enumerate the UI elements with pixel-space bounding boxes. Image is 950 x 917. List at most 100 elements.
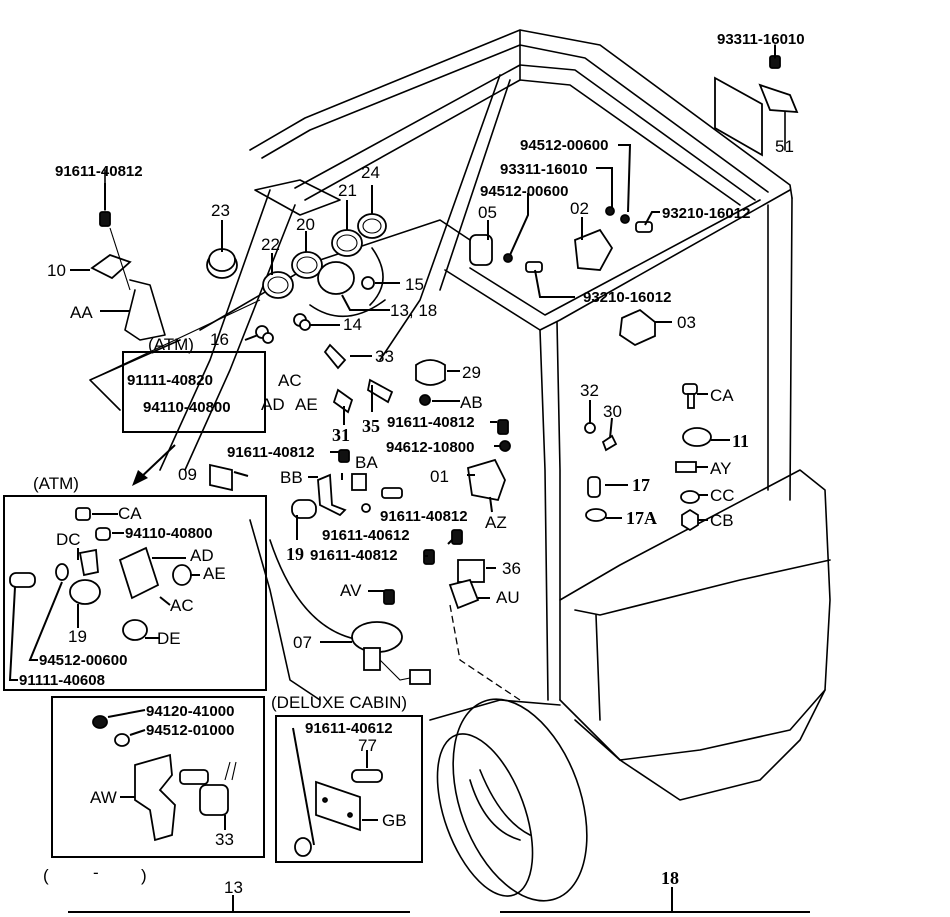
- bracket-inset-parts: [92, 709, 237, 842]
- label-15: 15: [405, 275, 424, 294]
- label-CA-main: CA: [710, 386, 734, 405]
- label-CC: CC: [710, 486, 735, 505]
- gauge-20: [291, 251, 323, 279]
- right-components: [584, 383, 712, 532]
- label-30: 30: [603, 402, 622, 421]
- leader-lines: [70, 45, 776, 643]
- label-14: 14: [343, 315, 362, 334]
- bracket-10-AA: [90, 169, 166, 341]
- gauge-22: [262, 271, 294, 299]
- label-19-main: 19: [286, 544, 304, 564]
- gauge-23: [206, 248, 238, 279]
- label-16: 16: [210, 330, 229, 349]
- deluxe-cabin-inset-box: [275, 715, 423, 863]
- label-13-18: 13, 18: [390, 301, 437, 320]
- label-24: 24: [361, 163, 380, 182]
- deluxe-inset-labels: (DELUXE CABIN) 91611-40612 77 GB: [271, 693, 407, 830]
- label-22: 22: [261, 235, 280, 254]
- label-93210-16012-a: 93210-16012: [662, 205, 750, 222]
- label-AA: AA: [70, 303, 93, 322]
- label-91611-40812-az: 91611-40812: [380, 508, 468, 525]
- label-93311-16010: 93311-16010: [500, 161, 588, 178]
- atm-inset-box: [3, 495, 267, 691]
- label-94612-10800: 94612-10800: [386, 439, 474, 456]
- footnote-dash: -: [93, 863, 99, 882]
- label-51: 51: [775, 137, 794, 156]
- label-07: 07: [293, 633, 312, 652]
- atm-label-94512-00600: 94512-00600: [39, 652, 127, 669]
- label-CB: CB: [710, 511, 734, 530]
- footnote-open-paren: (: [43, 866, 49, 885]
- gauge-24: [357, 213, 387, 239]
- label-36: 36: [502, 559, 521, 578]
- label-11: 11: [732, 431, 749, 451]
- atm-label-CA: CA: [118, 504, 142, 523]
- label-91611-40612: 91611-40612: [322, 527, 410, 544]
- label-91611-40812-top: 91611-40812: [55, 163, 143, 180]
- bracket-label-AW: AW: [90, 788, 117, 807]
- label-91611-40812-au: 91611-40812: [310, 547, 398, 564]
- label-33-top: 33: [375, 347, 394, 366]
- label-94110-40800: 94110-40800: [143, 399, 231, 416]
- atm-label-DC: DC: [56, 530, 81, 549]
- gauges: [206, 213, 387, 344]
- label-AC-top: AC: [278, 371, 302, 390]
- label-91111-40820: 91111-40820: [127, 372, 213, 389]
- label-35: 35: [362, 416, 380, 436]
- label-20: 20: [296, 215, 315, 234]
- part-16: [255, 325, 274, 344]
- atm-label-94110-40800: 94110-40800: [125, 525, 213, 542]
- bracket-inset-labels: 94120-41000 94512-01000 AW 33 ( - ): [43, 703, 234, 885]
- label-AV: AV: [340, 581, 362, 600]
- group-label-18: 18: [661, 868, 679, 888]
- atm-inset-parts: [8, 507, 200, 681]
- label-29: 29: [462, 363, 481, 382]
- overhead-guard-frame: [159, 29, 793, 701]
- gauge-21: [331, 229, 363, 257]
- switch-13-18: [317, 261, 355, 295]
- label-BB: BB: [280, 468, 303, 487]
- label-93210-16012-b: 93210-16012: [583, 289, 671, 306]
- atm-pointer-arrow: [137, 444, 176, 481]
- label-AY: AY: [710, 459, 731, 478]
- label-AU: AU: [496, 588, 520, 607]
- label-94512-00600-b: 94512-00600: [480, 183, 568, 200]
- dashboard: [89, 219, 471, 411]
- counterweight-body: [249, 469, 831, 902]
- label-91611-40812-ba: 91611-40812: [227, 444, 315, 461]
- label-17: 17: [632, 475, 650, 495]
- arrow-head-icon: [132, 470, 148, 486]
- group-brackets: [68, 887, 810, 913]
- atm-callout-box-top: [122, 351, 266, 433]
- atm-label-19: 19: [68, 627, 87, 646]
- part-15: [361, 276, 375, 290]
- deluxe-inset-title: (DELUXE CABIN): [271, 693, 407, 712]
- label-01: 01: [430, 467, 449, 486]
- group-labels: 13 18: [224, 868, 679, 897]
- atm-label-AE: AE: [203, 564, 226, 583]
- label-AD-top: AD: [261, 395, 285, 414]
- label-10: 10: [47, 261, 66, 280]
- label-atm-top: (ATM): [148, 335, 194, 354]
- label-32: 32: [580, 381, 599, 400]
- bracket-label-33: 33: [215, 830, 234, 849]
- label-91611-40812-ab: 91611-40812: [387, 414, 475, 431]
- label-02: 02: [570, 199, 589, 218]
- label-17A: 17A: [626, 508, 657, 528]
- label-31: 31: [332, 425, 350, 445]
- deluxe-label-77: 77: [358, 736, 377, 755]
- label-21: 21: [338, 181, 357, 200]
- bracket-inset-box: [51, 696, 265, 858]
- label-23: 23: [211, 201, 230, 220]
- footnote-close-paren: ): [141, 866, 147, 885]
- main-labels: 93311-16010 51 94512-00600 93311-16010 9…: [47, 31, 805, 652]
- group-label-13: 13: [224, 878, 243, 897]
- label-03: 03: [677, 313, 696, 332]
- deluxe-label-GB: GB: [382, 811, 407, 830]
- label-AE-top: AE: [295, 395, 318, 414]
- label-93311-16010-top: 93311-16010: [717, 31, 805, 48]
- relay-parts: [469, 206, 656, 347]
- label-BA: BA: [355, 453, 378, 472]
- atm-inset-labels: (ATM) CA 94110-40800 DC AD AE AC 19 DE 9…: [19, 474, 226, 689]
